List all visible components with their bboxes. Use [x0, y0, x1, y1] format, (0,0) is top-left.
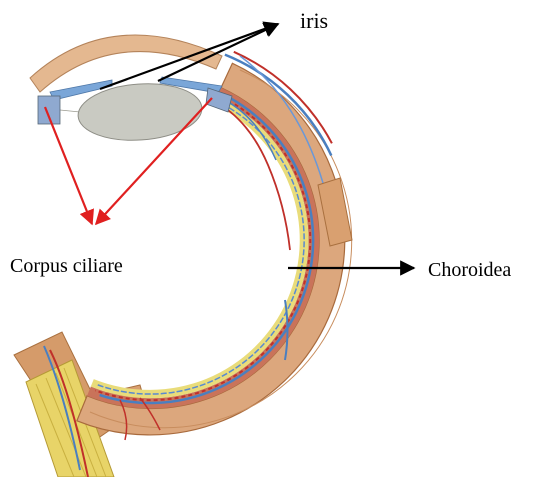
iris-label: iris: [300, 8, 328, 33]
zonule-left: [60, 110, 80, 112]
choroidea-label: Choroidea: [428, 259, 511, 281]
corpus-ciliare-label: Corpus ciliare: [10, 255, 123, 277]
